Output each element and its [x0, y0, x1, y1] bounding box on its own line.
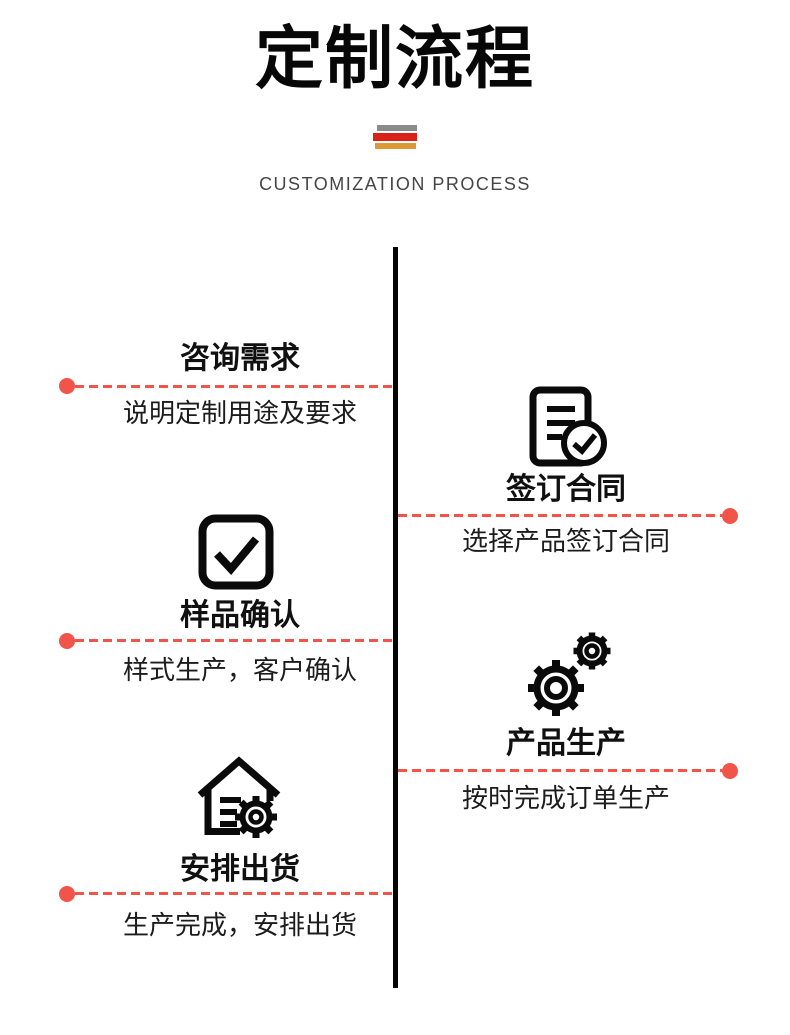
step-title-production: 产品生产 — [506, 727, 626, 760]
step-desc-shipment: 生产完成，安排出货 — [122, 910, 357, 940]
contract-check-icon — [520, 386, 612, 470]
step-desc-consult: 说明定制用途及要求 — [122, 398, 357, 428]
step-title-sample: 样品确认 — [180, 599, 300, 632]
step-title-shipment: 安排出货 — [180, 853, 300, 886]
step-title-contract: 签订合同 — [506, 473, 626, 506]
connector-dashed-line — [398, 769, 722, 772]
page-title: 定制流程 — [254, 21, 535, 97]
connector-dashed-line — [75, 892, 393, 895]
connector-dot — [59, 633, 75, 649]
connector-dot — [722, 508, 738, 524]
connector-dot — [722, 763, 738, 779]
divider-stripe-gray — [376, 125, 417, 131]
connector-dashed-line — [75, 639, 393, 642]
step-desc-sample: 样式生产，客户确认 — [122, 655, 357, 685]
step-desc-production: 按时完成订单生产 — [461, 783, 670, 813]
checkbox-check-icon — [196, 512, 276, 592]
step-desc-contract: 选择产品签订合同 — [461, 526, 670, 556]
center-divider-line — [393, 247, 398, 988]
title-divider — [0, 125, 790, 149]
step-title-consult: 咨询需求 — [180, 342, 300, 375]
connector-dot — [59, 378, 75, 394]
gears-icon — [518, 626, 614, 720]
connector-dashed-line — [398, 514, 722, 517]
page-subtitle-en: CUSTOMIZATION PROCESS — [259, 174, 531, 194]
warehouse-gear-icon — [193, 754, 285, 842]
divider-stripe-red — [373, 133, 417, 141]
connector-dashed-line — [75, 385, 393, 388]
connector-dot — [59, 886, 75, 902]
divider-stripe-orange — [374, 143, 416, 149]
